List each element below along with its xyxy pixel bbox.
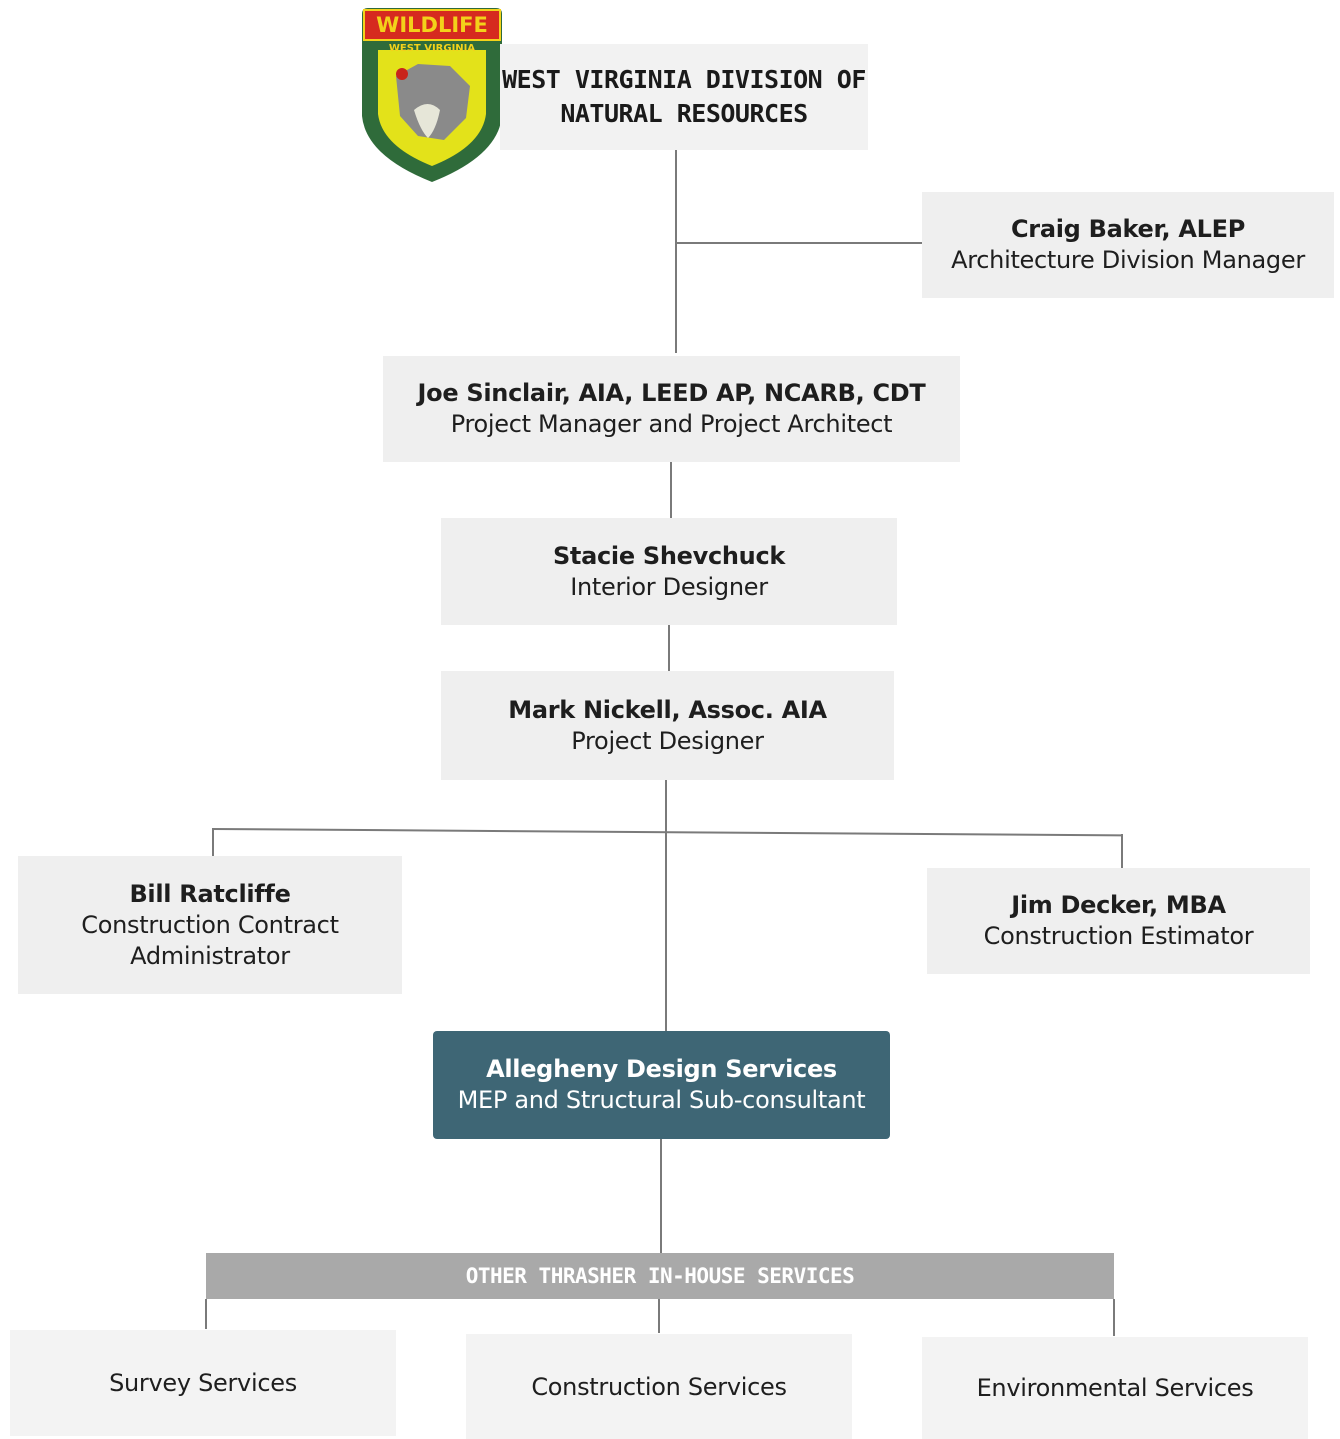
subconsultant-box: Allegheny Design Services MEP and Struct…: [433, 1031, 890, 1139]
connector-shevchuck-to-nickell: [668, 625, 670, 671]
connector-title-to-sinclair: [675, 150, 677, 353]
person-box-baker: Craig Baker, ALEP Architecture Division …: [922, 192, 1334, 298]
person-role: Architecture Division Manager: [951, 246, 1305, 274]
person-role-line2: Administrator: [130, 941, 290, 970]
person-box-ratcliffe: Bill Ratcliffe Construction Contract Adm…: [18, 856, 402, 994]
person-role: Project Manager and Project Architect: [450, 410, 893, 438]
person-role: Project Designer: [571, 726, 764, 755]
connector-to-baker: [676, 242, 922, 244]
org-title-line1: WEST VIRGINIA DIVISION OF: [502, 65, 866, 94]
person-name: Bill Ratcliffe: [129, 879, 291, 908]
connector-to-survey: [205, 1299, 207, 1329]
person-name: Joe Sinclair, AIA, LEED AP, NCARB, CDT: [417, 379, 926, 407]
service-box-environmental: Environmental Services: [922, 1337, 1308, 1439]
person-box-sinclair: Joe Sinclair, AIA, LEED AP, NCARB, CDT P…: [383, 356, 960, 462]
service-box-survey: Survey Services: [10, 1330, 396, 1436]
person-role-line1: Construction Contract: [81, 910, 339, 939]
subconsultant-role: MEP and Structural Sub-consultant: [457, 1086, 866, 1114]
logo-state-text: WEST VIRGINIA: [389, 43, 476, 54]
connector-nickell-trunk: [665, 780, 667, 1031]
org-title-line2: NATURAL RESOURCES: [560, 99, 808, 128]
person-box-nickell: Mark Nickell, Assoc. AIA Project Designe…: [441, 671, 894, 780]
subconsultant-name: Allegheny Design Services: [486, 1055, 837, 1083]
person-box-decker: Jim Decker, MBA Construction Estimator: [927, 868, 1310, 974]
person-box-shevchuck: Stacie Shevchuck Interior Designer: [441, 518, 897, 625]
logo-banner-text: WILDLIFE: [376, 13, 488, 37]
connector-to-decker: [1121, 834, 1123, 868]
services-banner: OTHER THRASHER IN-HOUSE SERVICES: [206, 1253, 1114, 1299]
connector-sub-to-banner: [660, 1139, 662, 1253]
person-role: Interior Designer: [570, 572, 768, 601]
person-name: Mark Nickell, Assoc. AIA: [508, 695, 827, 724]
person-name: Stacie Shevchuck: [552, 541, 786, 570]
wvdnr-wildlife-logo: WILDLIFE WEST VIRGINIA: [358, 6, 506, 184]
org-title-box: WEST VIRGINIA DIVISION OF NATURAL RESOUR…: [500, 44, 868, 150]
connector-to-construction: [658, 1299, 660, 1333]
connector-to-environmental: [1113, 1299, 1115, 1336]
person-role: Construction Estimator: [983, 922, 1254, 950]
service-box-construction: Construction Services: [466, 1334, 852, 1439]
connector-horizontal-branch: [211, 828, 1123, 837]
person-name: Craig Baker, ALEP: [1010, 215, 1246, 243]
connector-sinclair-to-shevchuck: [670, 462, 672, 518]
connector-to-ratcliffe: [212, 828, 214, 856]
person-name: Jim Decker, MBA: [1011, 891, 1226, 919]
